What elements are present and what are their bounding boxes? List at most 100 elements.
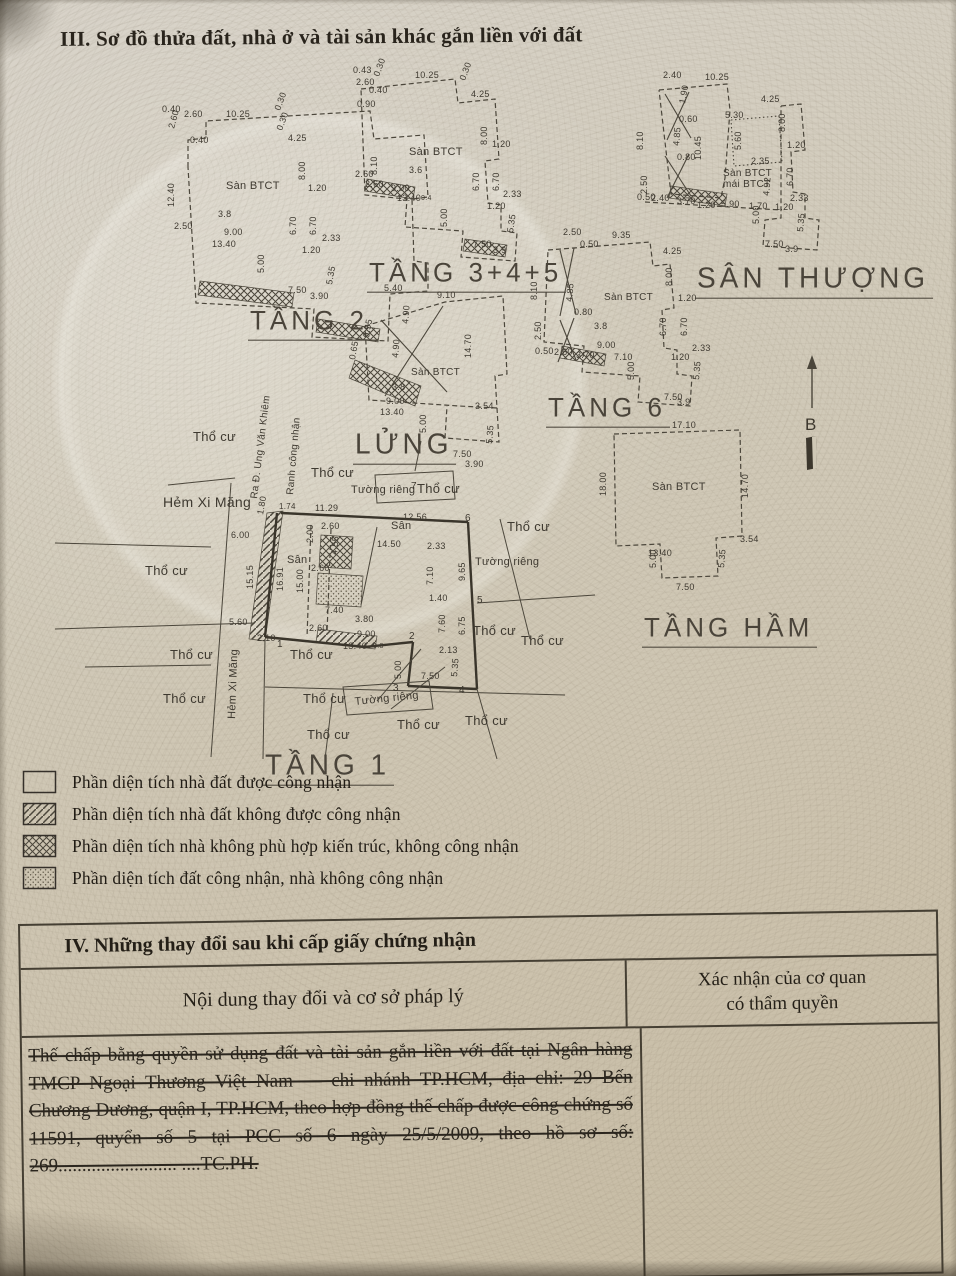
changes-cell: Thế chấp bằng quyền sử dụng đất và tài s…: [21, 1028, 646, 1276]
section-4-table: IV. Những thay đổi sau khi cấp giấy chứn…: [18, 909, 944, 1276]
dimension-label: 7.60: [437, 614, 447, 633]
dimension-label: 15.00: [295, 569, 305, 593]
dimension-label: 0.65: [347, 340, 360, 360]
dimension-label: 5.35: [795, 213, 807, 233]
floor-name-tang-3-4-5: TẦNG 3+4+5: [367, 256, 567, 293]
dimension-label: 7.10: [425, 566, 435, 585]
dimension-label: 7.10: [614, 352, 633, 362]
dimension-label: 1.20: [487, 201, 506, 211]
dimension-label: 13.40: [343, 641, 367, 651]
dimension-label: 10.45: [693, 136, 703, 160]
north-arrow-head: [807, 355, 817, 369]
dimension-label: Thổ cư: [145, 563, 188, 578]
dimension-label: Thổ cư: [193, 429, 236, 444]
dashed-outline: [360, 78, 518, 262]
dimension-label: 2.60: [365, 179, 384, 189]
thin-line: [414, 440, 422, 472]
dimension-label: 2.00: [305, 524, 315, 543]
boundary-line: [406, 641, 415, 687]
dimension-label: 7.50: [676, 582, 695, 592]
dimension-label: 8.10: [369, 156, 379, 175]
dimension-label: Hẻm Xi Măng: [226, 649, 240, 719]
dimension-label: 5.35: [324, 265, 337, 285]
dimension-label: 0.50: [637, 192, 656, 202]
dimension-label: 5.30: [725, 110, 744, 120]
dimension-label: 5.35: [484, 425, 496, 445]
dimension-label: Thổ cư: [507, 519, 550, 534]
dimension-label: 1.40: [429, 593, 448, 603]
boundary-line: [280, 511, 469, 524]
dimension-label: 5.35: [449, 658, 461, 678]
x-hatch-line: [666, 153, 690, 199]
dimension-label: 0.30: [274, 111, 290, 132]
thin-line: [476, 594, 596, 604]
dimension-label: 2.10: [257, 633, 276, 643]
dimension-label: 16.91: [275, 567, 285, 591]
dimension-label: 3.70: [576, 350, 595, 360]
dimension-label: 2.50: [533, 321, 543, 340]
dimension-label: 11.29: [315, 503, 338, 513]
column-header-content: Nội dung thay đổi và cơ sở pháp lý: [20, 960, 628, 1036]
hatch-area-cross: [318, 534, 354, 570]
dimension-label: 3.70: [677, 196, 696, 206]
column-header-authority: Xác nhận của cơ quan có thẩm quyền: [697, 966, 867, 1015]
thin-line: [499, 518, 531, 640]
dimension-label: 1.20: [308, 183, 327, 193]
thin-line: [476, 688, 498, 760]
dimension-label: 2.60: [321, 521, 340, 531]
dimension-label: 18.00: [598, 472, 608, 496]
thin-line: [360, 526, 378, 606]
dimension-label: Thổ cư: [303, 691, 346, 706]
dimension-label: 5.35: [716, 549, 728, 569]
dimension-label: 5.60: [229, 617, 248, 627]
dimension-label: 6.70: [308, 216, 318, 235]
dimension-label: Ranh công nhận: [285, 417, 303, 495]
dimension-label: 15.15: [245, 565, 255, 589]
dashed-outline: [613, 429, 743, 579]
dimension-label: 5.00: [418, 414, 428, 433]
thin-line: [324, 692, 334, 760]
dimension-label: 0.30: [272, 91, 288, 112]
legend-item: Phần diện tích nhà đất không được công n…: [22, 802, 662, 827]
dimension-label: Thổ cư: [521, 633, 564, 648]
dimension-label: 5.60: [733, 131, 743, 150]
dimension-label: Ra Đ. Ung Văn Khiêm: [249, 395, 273, 500]
dimension-label: mái BTCT: [723, 179, 770, 190]
dimension-label: Sân: [287, 554, 307, 566]
floor-name-san-thuong: SÂN THƯỢNG: [695, 261, 934, 299]
dimension-label: 9.55: [361, 318, 374, 338]
dimension-label: 1.80: [255, 495, 268, 515]
dimension-label: 5.00: [626, 361, 636, 380]
dimension-label: Sàn BTCT: [652, 481, 706, 493]
dimension-label: 5.35: [691, 361, 703, 381]
thin-line: [376, 648, 422, 702]
dimension-label: 0.80: [677, 152, 696, 162]
floor-name-tang-2: TẦNG 2: [248, 304, 372, 341]
dimension-label: 8.00: [479, 126, 489, 145]
x-hatch-line: [666, 91, 690, 141]
legend-swatch-diag: [22, 802, 57, 826]
dimension-label: 0.50: [580, 239, 599, 249]
dimension-label: 8.00: [297, 161, 307, 180]
dimension-label: 2.60: [309, 623, 328, 633]
dimension-label: 4.90: [400, 305, 412, 325]
dimension-label: 10.25: [226, 109, 250, 119]
dimension-label: 9.65: [457, 562, 467, 581]
dimension-label: 1: [277, 639, 283, 650]
dimension-label: 17.10: [672, 420, 696, 430]
dimension-label: 4.92: [761, 177, 773, 197]
dimension-label: 5.00: [751, 205, 761, 224]
legend-item: Phần diện tích nhà đất được công nhận: [22, 770, 662, 795]
dimension-label: 2.60: [166, 109, 181, 130]
thin-line: [390, 666, 446, 710]
dashed-outline: [543, 241, 693, 407]
dashed-outline: [364, 295, 508, 409]
dimension-label: 6.75: [457, 616, 467, 635]
dimension-label: 4.85: [564, 283, 576, 303]
dimension-label: 0.30: [371, 57, 387, 78]
dimension-label: 5.00: [439, 208, 449, 227]
dimension-label: 6.70: [471, 172, 481, 191]
